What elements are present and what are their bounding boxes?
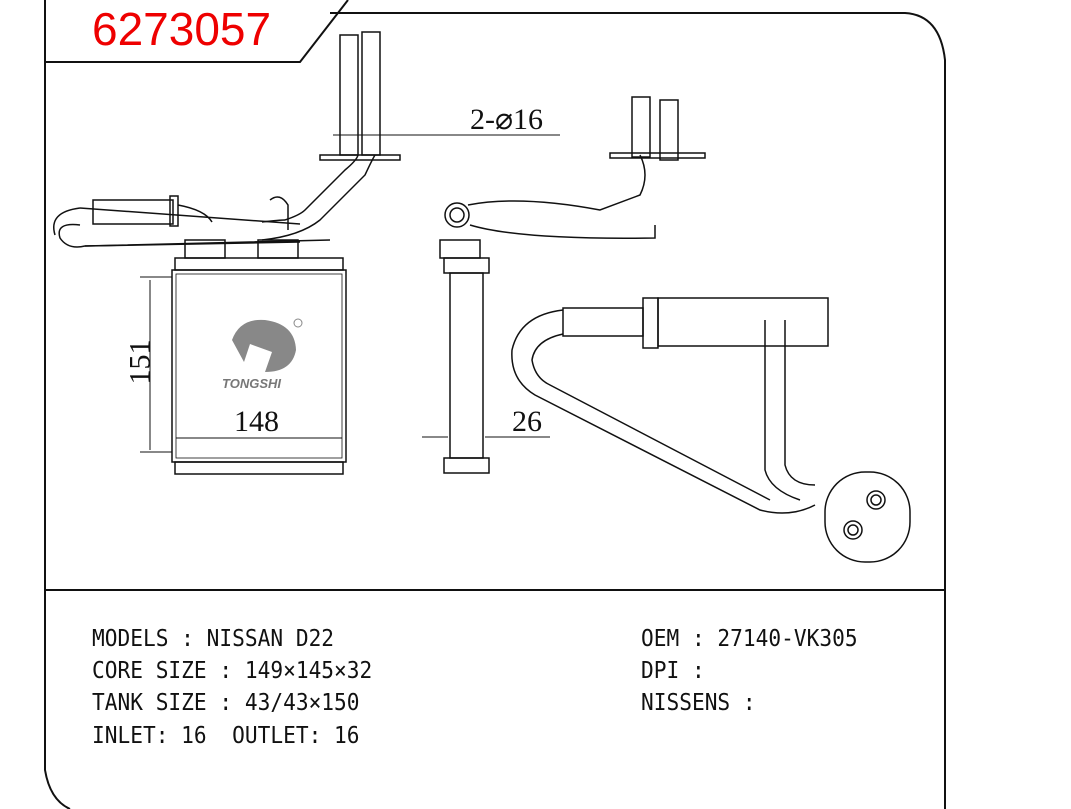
height-dimension: 151 xyxy=(123,339,157,385)
top-view-pipes xyxy=(511,297,911,563)
spec-nissens: NISSENS : xyxy=(641,690,756,716)
spec-dpi: DPI : xyxy=(641,658,705,684)
spec-oem: OEM : 27140-VK305 xyxy=(641,626,858,652)
pipe-diameter-label: 2-⌀16 xyxy=(470,103,544,136)
heater-core-side xyxy=(422,96,706,474)
width-dimension: 148 xyxy=(234,405,279,438)
spec-models: MODELS : NISSAN D22 xyxy=(92,626,335,652)
spec-inlet-outlet: INLET: 16 OUTLET: 16 xyxy=(92,723,360,749)
sheet-border xyxy=(44,0,946,809)
tongshi-logo-icon xyxy=(232,318,303,372)
spec-core-size: CORE SIZE : 149×145×32 xyxy=(92,658,373,684)
part-number: 6273057 xyxy=(92,3,272,55)
front-view-pipes xyxy=(53,31,401,248)
spec-tank-size: TANK SIZE : 43/43×150 xyxy=(92,690,360,716)
logo-text: TONGSHI xyxy=(222,376,281,391)
heater-core-front xyxy=(140,239,347,475)
thickness-dimension: 26 xyxy=(512,405,542,438)
